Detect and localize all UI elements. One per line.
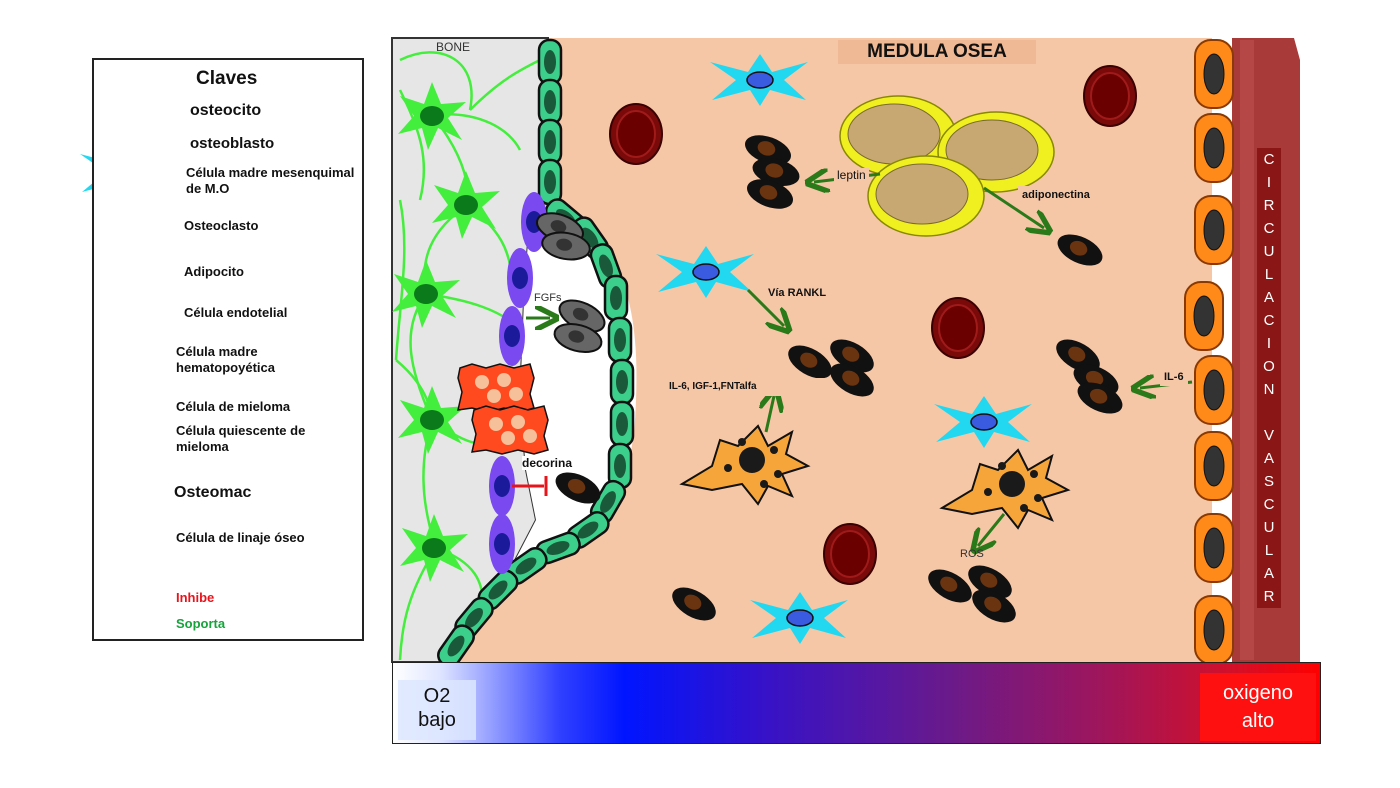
legend-title: Claves bbox=[196, 68, 258, 89]
inhibit-arrow bbox=[512, 476, 548, 496]
vessel-highlight bbox=[1240, 40, 1254, 660]
circulation-letter: R bbox=[1263, 588, 1275, 605]
circulation-letter: O bbox=[1263, 358, 1275, 375]
legend-label-inhibit: Inhibe bbox=[176, 590, 215, 605]
oxygen-low-label: O2 bajo bbox=[398, 680, 476, 740]
circulation-letter: I bbox=[1266, 174, 1272, 191]
legend-label-osteoclast: Osteoclasto bbox=[184, 218, 259, 233]
adipocyte-cell bbox=[867, 155, 985, 237]
bone-lineage-column bbox=[537, 38, 563, 206]
oxygen-high-label: oxigeno alto bbox=[1200, 673, 1316, 741]
cytokines-label: IL-6, IGF-1,FNTalfa bbox=[665, 378, 828, 396]
legend-label-osteoblast: osteoblasto bbox=[190, 135, 275, 152]
hematopoietic-stem-cell bbox=[823, 523, 877, 585]
circulation-letter: A bbox=[1263, 565, 1274, 582]
hematopoietic-stem-cell bbox=[1083, 65, 1137, 127]
adiponectina-label: adiponectina bbox=[1018, 186, 1094, 204]
fgfs-label: FGFs bbox=[534, 292, 562, 304]
circulation-letter: R bbox=[1263, 197, 1275, 214]
circulation-letter: I bbox=[1266, 335, 1272, 352]
leptin-label: leptin bbox=[834, 168, 869, 182]
oxygen-high-text: oxigeno alto bbox=[1222, 682, 1294, 732]
legend-label-hsc: Célula madre hematopoyética bbox=[176, 344, 275, 375]
oxygen-low-text: O2 bajo bbox=[418, 685, 456, 731]
hematopoietic-stem-cell bbox=[931, 297, 985, 359]
marrow-title: MEDULA OSEA bbox=[838, 40, 1036, 64]
circulation-letter: A bbox=[1263, 289, 1274, 306]
legend-label-support: Soporta bbox=[176, 616, 226, 631]
oxygen-gradient-bar bbox=[392, 662, 1321, 744]
bone-label: BONE bbox=[436, 40, 471, 54]
il6-label: IL-6 bbox=[1160, 368, 1188, 386]
legend-label-quiescent-myeloma: Célula quiescente de mieloma bbox=[176, 423, 306, 454]
circulation-letter: L bbox=[1264, 266, 1274, 283]
circulation-letter: C bbox=[1263, 496, 1275, 513]
circulation-letter: A bbox=[1263, 450, 1274, 467]
legend-label-bone-lineage: Célula de linaje óseo bbox=[176, 530, 305, 545]
legend-label-endothelial: Célula endotelial bbox=[184, 305, 288, 320]
osteoclast-cell bbox=[457, 363, 535, 413]
osteoclast-cell bbox=[471, 405, 549, 455]
legend-label-osteomac: Osteomac bbox=[174, 484, 252, 501]
circulation-letter: C bbox=[1263, 220, 1275, 237]
circulation-letter: C bbox=[1263, 312, 1275, 329]
circulation-letter: C bbox=[1263, 151, 1275, 168]
circulation-letter: L bbox=[1264, 542, 1274, 559]
legend-label-msc: Célula madre mesenquimal de M.O bbox=[186, 165, 355, 196]
decorina-label: decorina bbox=[522, 456, 573, 470]
legend-label-myeloma: Célula de mieloma bbox=[176, 399, 291, 414]
via-rankl-label: Vía RANKL bbox=[764, 284, 876, 302]
circulation-letter: U bbox=[1263, 519, 1275, 536]
circulation-letter: U bbox=[1263, 243, 1275, 260]
ros-label: ROS bbox=[960, 548, 984, 560]
hematopoietic-stem-cell bbox=[609, 103, 663, 165]
circulation-letter bbox=[1257, 401, 1281, 424]
circulation-letter: V bbox=[1263, 427, 1274, 444]
legend-box: Claves bbox=[92, 58, 364, 641]
circulation-letter: S bbox=[1263, 473, 1274, 490]
legend-label-adipocyte: Adipocito bbox=[184, 264, 244, 279]
circulation-letter: N bbox=[1263, 381, 1275, 398]
legend-label-osteocyte: osteocito bbox=[190, 102, 262, 119]
